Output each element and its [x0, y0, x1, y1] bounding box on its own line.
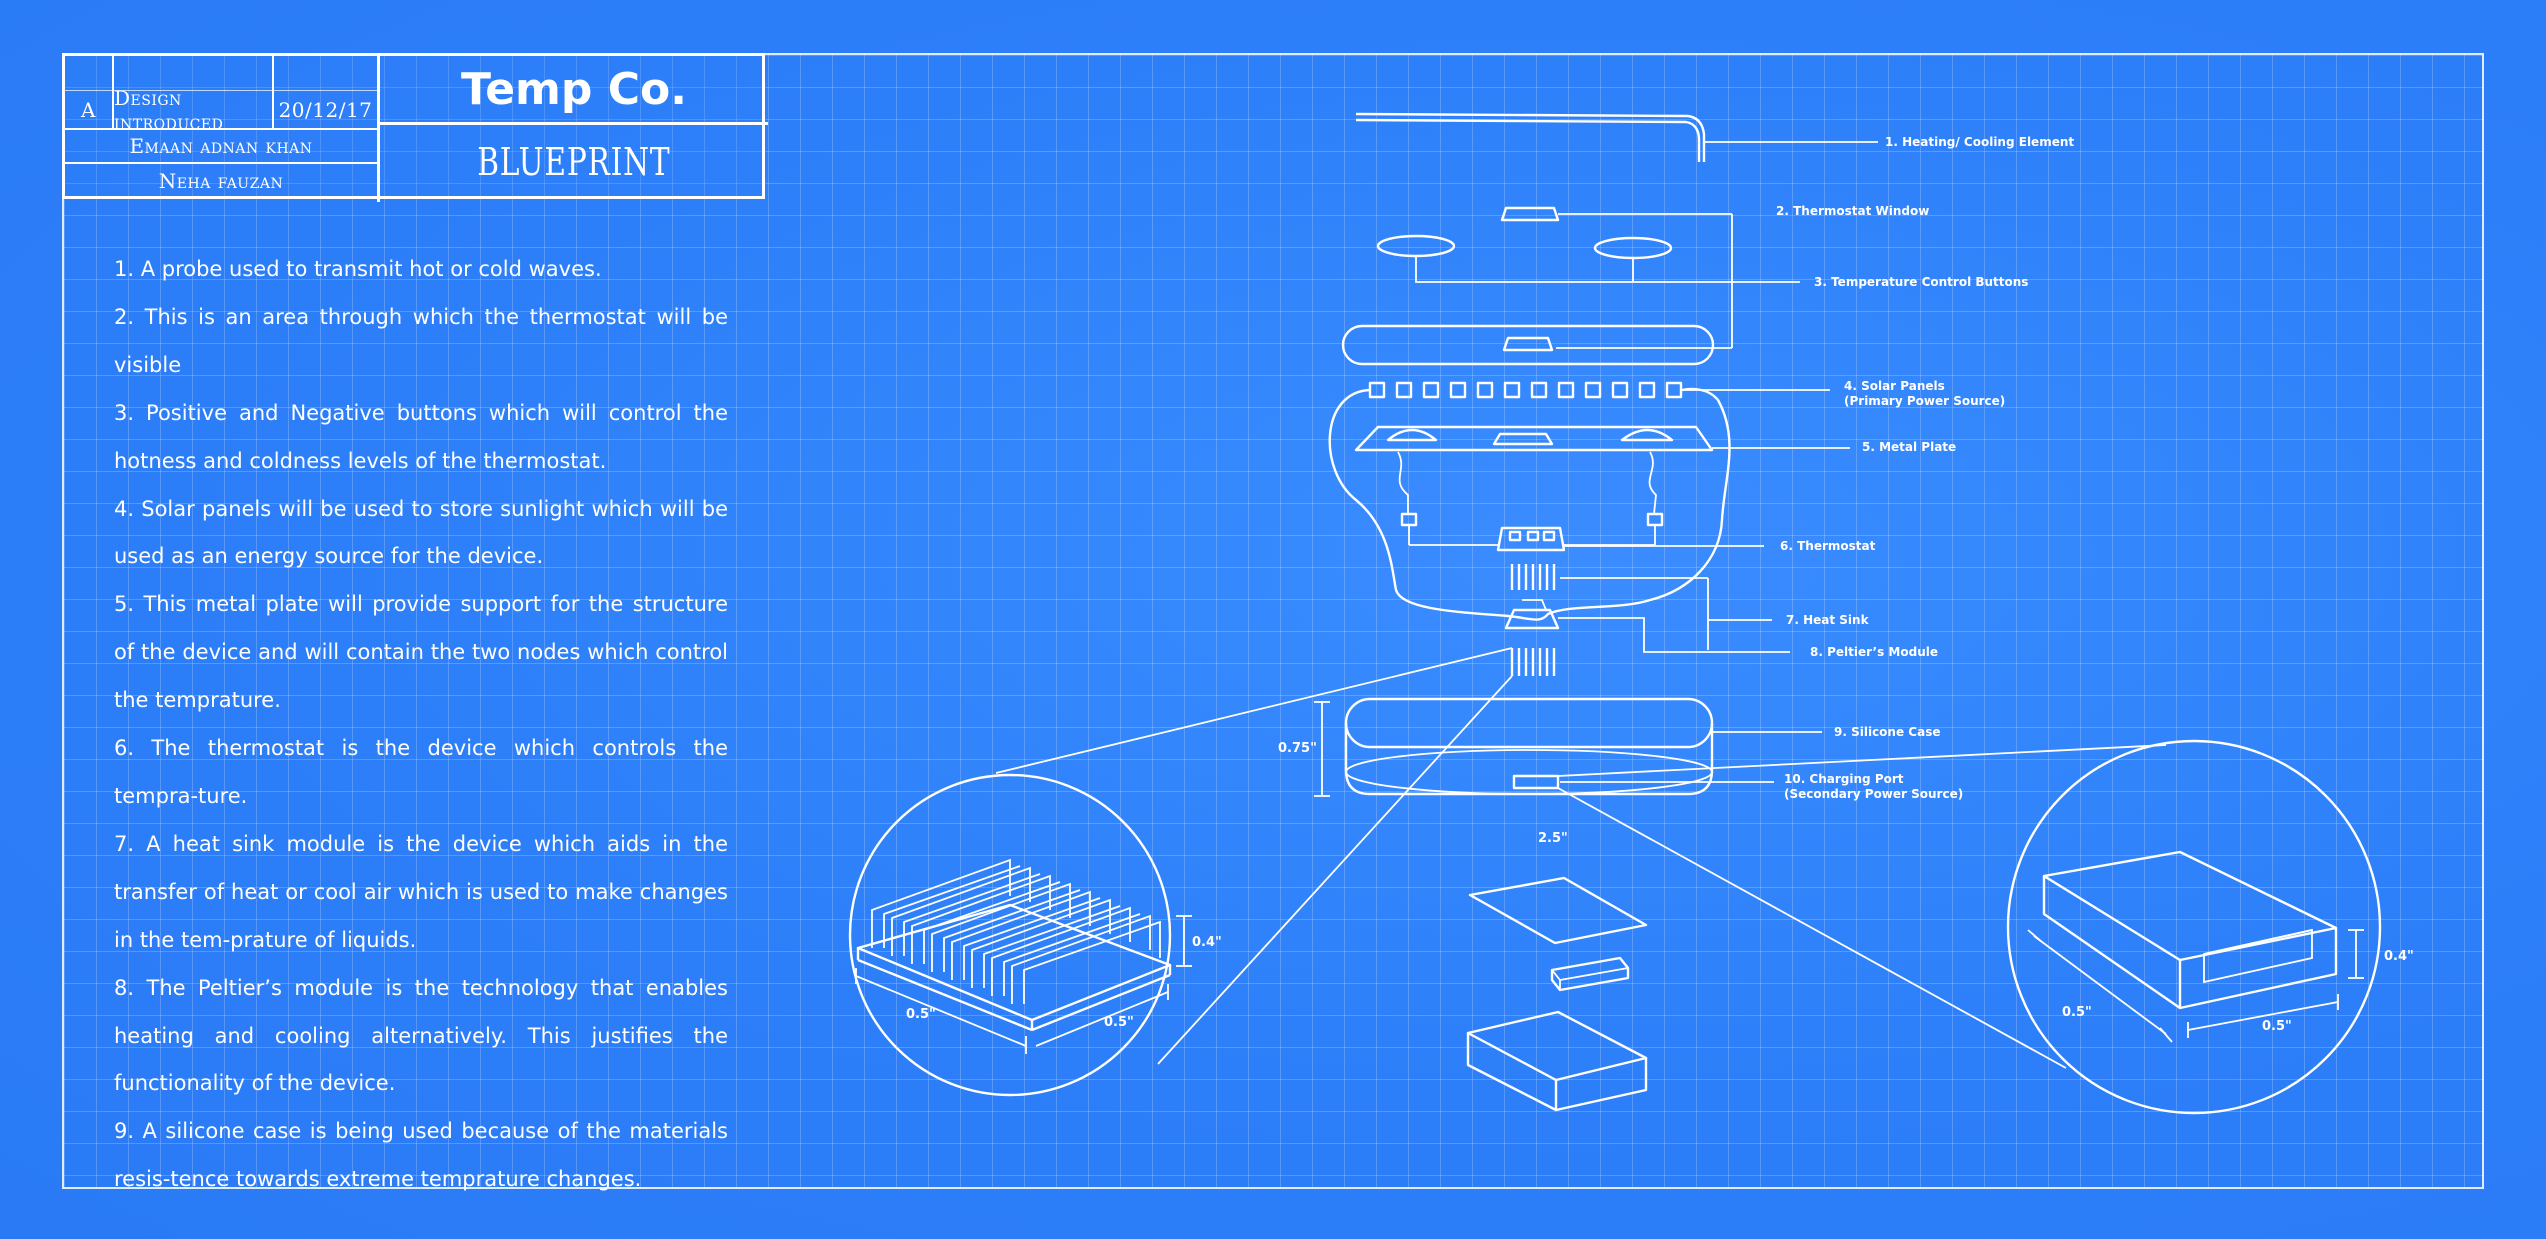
heating-element	[1355, 112, 1878, 162]
note-item: 5. This metal plate will provide support…	[114, 592, 728, 713]
divider	[65, 90, 377, 91]
note-item: 3. Positive and Negative buttons which w…	[114, 400, 728, 473]
zoom-leader	[1557, 744, 2167, 777]
company-name: Temp Co.	[461, 63, 687, 115]
revision-letter: A	[81, 98, 96, 122]
heat-sink-detail	[848, 773, 1192, 1097]
solar-panels	[1368, 381, 1830, 399]
top-cover	[1341, 324, 1715, 366]
note-item: 8. The Peltier’s module is the technolog…	[114, 975, 728, 1096]
dimension-case-height: 0.75"	[1278, 741, 1317, 756]
zoom-leader	[995, 647, 1513, 774]
label-temperature-buttons: 3. Temperature Control Buttons	[1814, 275, 2028, 289]
wire-loop	[1328, 387, 1731, 621]
thermostat	[1408, 525, 1764, 552]
label-charging-port-note: (Secondary Power Source)	[1784, 787, 1963, 801]
grid-frame	[62, 53, 2484, 1189]
note-item: 6. The thermostat is the device which co…	[114, 736, 728, 808]
divider	[65, 162, 377, 164]
dimension-port-width: 0.5"	[2262, 1019, 2292, 1034]
base-parts	[1466, 876, 1648, 1112]
divider	[377, 122, 768, 125]
dimension-heatsink-depth: 0.5"	[906, 1007, 936, 1022]
sheet-title: BLUEPRINT	[477, 140, 671, 184]
note-item: 4. Solar panels will be used to store su…	[114, 496, 728, 569]
note-item: 2. This is an area through which the the…	[114, 304, 728, 377]
thermostat-window	[1500, 206, 1733, 349]
notes-list: 1. A probe used to transmit hot or cold …	[114, 246, 728, 1204]
temperature-buttons	[1376, 234, 1800, 283]
note-item: 9. A silicone case is being used because…	[114, 1119, 728, 1192]
label-charging-port: 10. Charging Port	[1784, 772, 1904, 786]
label-heat-sink: 7. Heat Sink	[1786, 613, 1870, 627]
label-metal-plate: 5. Metal Plate	[1862, 440, 1956, 454]
divider	[272, 56, 274, 128]
revision-date: 20/12/17	[278, 98, 373, 122]
metal-plate	[1354, 425, 1850, 527]
divider	[377, 56, 380, 202]
zoom-leader	[1157, 675, 1513, 1065]
label-thermostat-window: 2. Thermostat Window	[1776, 204, 1929, 218]
peltier-module	[1504, 599, 1790, 676]
note-item: 7. A heat sink module is the device whic…	[114, 831, 728, 952]
label-peltier-module: 8. Peltier’s Module	[1810, 645, 1938, 659]
charging-port-detail	[2006, 739, 2382, 1115]
divider	[112, 56, 114, 128]
sheet-title-cell: BLUEPRINT	[380, 125, 768, 199]
author-two: Neha fauzan	[158, 169, 284, 193]
charging-port	[1512, 774, 1774, 790]
dimension-case-width: 2.5"	[1538, 831, 1568, 846]
title-block: A Design introduced 20/12/17 Emaan adnan…	[62, 53, 768, 202]
zoom-leader	[1557, 787, 2067, 1069]
label-silicone-case: 9. Silicone Case	[1834, 725, 1940, 739]
note-item: 1. A probe used to transmit hot or cold …	[114, 257, 602, 281]
label-solar-panels: 4. Solar Panels	[1844, 379, 1945, 393]
heat-sink	[1510, 564, 1772, 650]
author-one: Emaan adnan khan	[129, 134, 313, 158]
silicone-case	[1314, 697, 1822, 797]
dimension-heatsink-height: 0.4"	[1192, 935, 1222, 950]
label-thermostat: 6. Thermostat	[1780, 539, 1876, 553]
dimension-heatsink-width: 0.5"	[1104, 1015, 1134, 1030]
label-heating-element: 1. Heating/ Cooling Element	[1885, 135, 2074, 149]
divider	[65, 128, 377, 130]
dimension-port-height: 0.4"	[2384, 949, 2414, 964]
label-solar-panels-note: (Primary Power Source)	[1844, 394, 2005, 408]
dimension-port-depth: 0.5"	[2062, 1005, 2092, 1020]
